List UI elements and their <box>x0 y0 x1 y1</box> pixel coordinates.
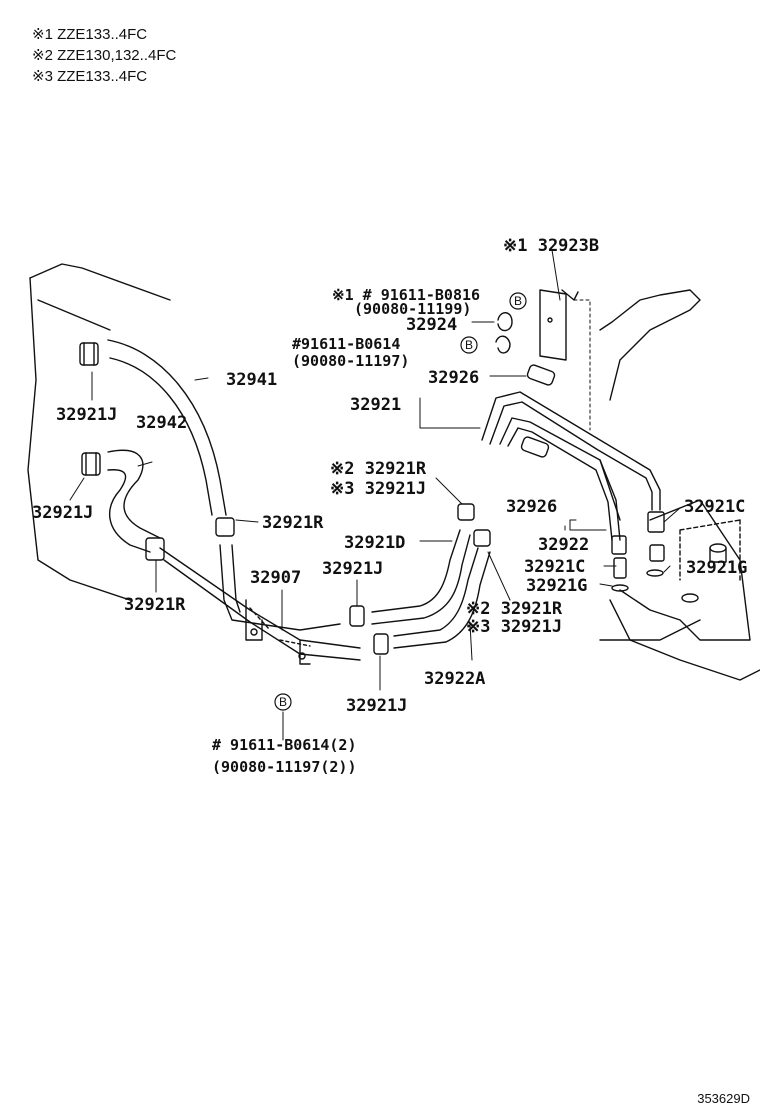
legend-item-2: ※2 ZZE130,132..4FC <box>32 47 177 64</box>
label-32921J-b: 32921J <box>32 503 93 523</box>
label-32921C-b: 32921C <box>524 557 585 577</box>
legend-item-1: ※1 ZZE133..4FC <box>32 26 148 43</box>
label-32921C-a: 32921C <box>684 497 745 517</box>
label-32921R-b: 32921R <box>124 595 186 615</box>
mount-pad <box>679 519 741 603</box>
clamp-32921R-left <box>145 537 165 561</box>
clamp-32921R-center <box>215 517 235 537</box>
label-32921G-a: 32921G <box>526 576 587 596</box>
label-32921D: 32921D <box>344 533 405 553</box>
label-32941: 32941 <box>226 370 277 390</box>
label-32926-a: 32926 <box>428 368 479 388</box>
label-32921G-b: 32921G <box>686 558 747 578</box>
circle-B-markers <box>274 292 527 711</box>
label-32922A: 32922A <box>424 669 485 689</box>
transaxle-outline <box>599 289 760 681</box>
engine-block-outline <box>27 263 171 601</box>
hose-32921D <box>371 529 471 625</box>
clamp-32921J-upper <box>79 342 99 366</box>
label-90080-11197-a: (90080-11197) <box>292 352 409 370</box>
circle-B-2 <box>460 336 478 354</box>
circle-B-label-1: B <box>514 294 522 308</box>
label-32921J-a: 32921J <box>56 405 117 425</box>
hose-32941 <box>107 339 227 516</box>
clips-32924 <box>495 312 513 354</box>
label-91611-B0816: ※1 # 91611-B0816 <box>332 286 480 304</box>
legend-item-3: ※3 ZZE133..4FC <box>32 68 148 85</box>
label-91611-B0614-a: #91611-B0614 <box>292 335 400 353</box>
label-32942: 32942 <box>136 413 187 433</box>
label-32907: 32907 <box>250 568 301 588</box>
circle-B-3 <box>274 693 292 711</box>
grommets-32926 <box>520 364 556 458</box>
label-91611-B0614-b: # 91611-B0614(2) <box>212 736 357 754</box>
label-32921R-a: 32921R <box>262 513 324 533</box>
fittings-32921C <box>611 511 665 592</box>
label-90080-11199: (90080-11199) <box>354 300 471 318</box>
pipe-32922 <box>499 417 621 541</box>
circle-B-label-3: B <box>279 695 287 709</box>
label-90080-11197-b: (90080-11197(2)) <box>212 758 357 776</box>
diagram-code: 353629D <box>697 1091 750 1106</box>
label-32921J-d: 32921J <box>346 696 407 716</box>
hose-32922A <box>393 547 491 649</box>
circle-B-label-2: B <box>465 338 473 352</box>
label-32924: 32924 <box>406 315 457 335</box>
label-2-32921R-top: ※2 32921R <box>330 459 427 479</box>
legend: ※1 ZZE133..4FC ※2 ZZE130,132..4FC ※3 ZZE… <box>32 24 176 87</box>
leader-lines <box>69 249 681 741</box>
clamp-32921J-lower <box>81 452 101 476</box>
label-2-32921R-bot: ※2 32921R <box>466 599 563 619</box>
bracket-32923B <box>539 289 579 361</box>
hose-32942 <box>107 449 161 553</box>
pipe-32921 <box>481 391 661 511</box>
label-32921J-c: 32921J <box>322 559 383 579</box>
label-32921: 32921 <box>350 395 401 415</box>
label-3-32921J-bot: ※3 32921J <box>466 617 562 637</box>
label-32923B: ※1 32923B <box>503 236 599 256</box>
pipe-32907 <box>159 544 361 665</box>
circle-B-1 <box>509 292 527 310</box>
label-32922: 32922 <box>538 535 589 555</box>
label-32926-b: 32926 <box>506 497 557 517</box>
label-3-32921J-top: ※3 32921J <box>330 479 426 499</box>
